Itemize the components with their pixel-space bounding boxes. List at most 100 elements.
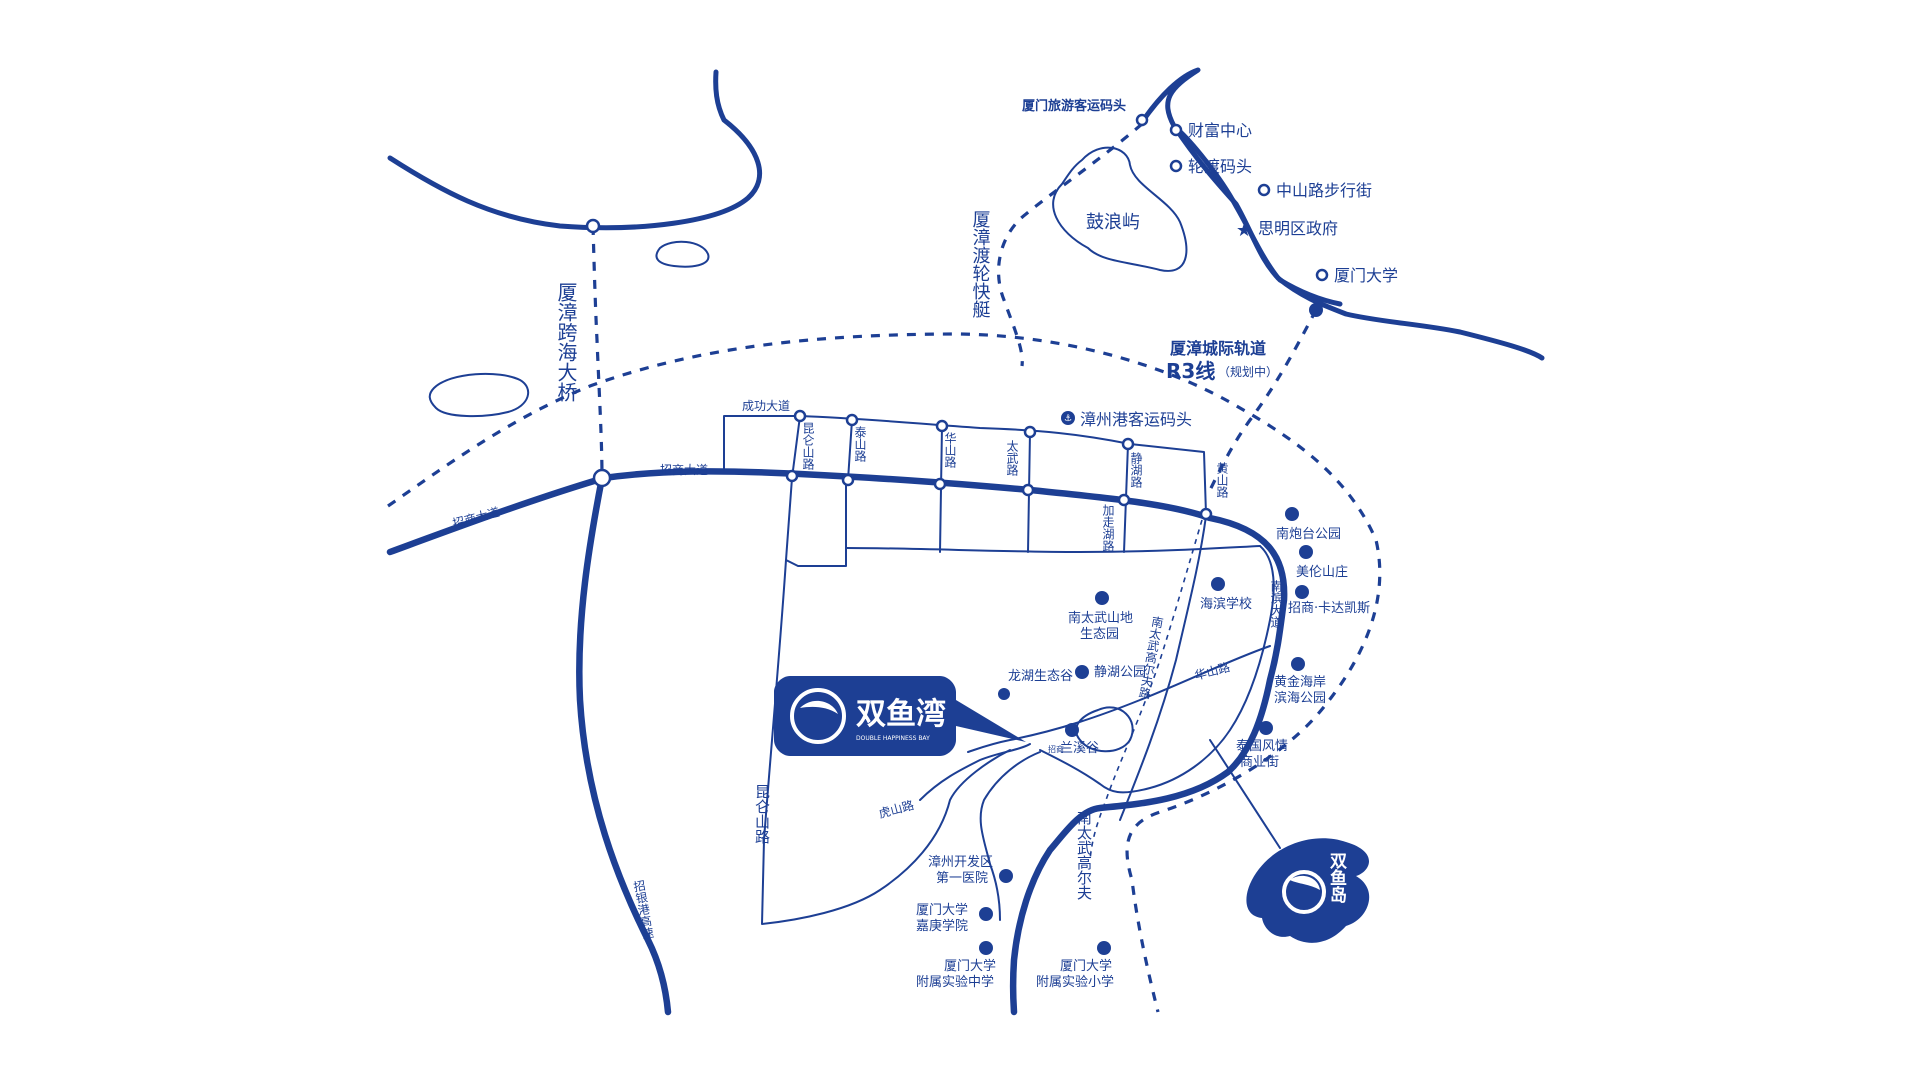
- anchor-icon: [1061, 411, 1075, 425]
- hospital-label-1: 漳州开发区: [928, 854, 993, 870]
- chenggong-label: 成功大道: [742, 399, 790, 413]
- small-island-2: [428, 372, 530, 418]
- xiamen-terminal-node: [1135, 113, 1149, 127]
- nanpaotai-poi: 南炮台公园: [1276, 507, 1341, 542]
- zhaoshang-east-label: 招商大道: [660, 462, 708, 477]
- highway-west: [576, 474, 672, 1016]
- node-taiwu: [1023, 425, 1037, 439]
- mall-icon: [1259, 721, 1273, 735]
- rail-name-label: 厦漳城际轨道: [1170, 339, 1266, 358]
- nanbin-label: 南滨大道: [1269, 579, 1283, 628]
- lundu-node: [1169, 159, 1183, 173]
- cross-road: [845, 545, 1261, 553]
- meilun-poi: 美伦山庄: [1296, 545, 1348, 580]
- kunlun-road-north: [785, 415, 847, 567]
- node-z4: [1021, 483, 1035, 497]
- haibin-school-poi: 海滨学校: [1200, 577, 1252, 612]
- kadakaisi-poi: 招商·卡达凯斯: [1288, 585, 1370, 616]
- primary-label-2: 附属实验小学: [1036, 974, 1114, 990]
- tree-icon: [1291, 657, 1305, 671]
- jinghu-park-label: 静湖公园: [1094, 665, 1146, 680]
- anchor-glyph: ⚓: [1064, 414, 1072, 424]
- lanxigu-label: 兰溪谷: [1060, 741, 1099, 756]
- node-z1: [785, 469, 799, 483]
- kunlun-north-label: 昆仑山路: [801, 422, 815, 471]
- island-label: 双鱼岛: [1326, 852, 1347, 904]
- huashan-road-2: [967, 645, 1271, 753]
- zhongshan-label: 中山路步行街: [1276, 181, 1372, 200]
- double-fish-island: 双鱼岛: [1246, 838, 1370, 943]
- taishan-label: 泰山路: [853, 426, 867, 463]
- taiguo-label-2: 商业街: [1240, 755, 1279, 770]
- bridge-node-south: [592, 468, 612, 488]
- hospital-poi: 漳州开发区 第一医院: [928, 854, 1013, 886]
- node-huashan: [935, 419, 949, 433]
- taiguo-poi: 泰国风情 商业街: [1236, 721, 1288, 770]
- primary-label-1: 厦门大学: [1060, 958, 1112, 974]
- tree-icon: [1075, 665, 1089, 679]
- small-island-1: [655, 240, 710, 268]
- xiamen-terminal-label: 厦门旅游客运码头: [1022, 98, 1126, 114]
- ferry-label-text: 厦漳渡轮快艇: [970, 210, 991, 318]
- project-logo-mark: [800, 700, 838, 714]
- meilun-label: 美伦山庄: [1296, 564, 1348, 580]
- nantaiwu-park-poi: 南太武山地 生态园: [1068, 591, 1133, 642]
- chenggong-avenue: [723, 415, 1207, 515]
- node-z2: [841, 473, 855, 487]
- huangshan-label: 黄山路: [1215, 462, 1229, 499]
- star-icon: ★: [1236, 220, 1252, 241]
- hospital-label-2: 第一医院: [936, 871, 988, 886]
- taiwu-label: 太武路: [1005, 439, 1019, 477]
- bridge-label-text: 厦漳跨海大桥: [554, 282, 578, 402]
- huashan2-label: 华山路: [1193, 659, 1232, 683]
- project-en-label: DOUBLE HAPPINESS BAY: [856, 735, 930, 742]
- project-name-label: 双鱼湾: [856, 697, 946, 732]
- node-z6: [1199, 507, 1213, 521]
- huangjin-poi: 黄金海岸 滨海公园: [1274, 657, 1326, 706]
- longhu-label: 龙湖生态谷: [1008, 669, 1073, 684]
- middle-school-poi: 厦门大学 附属实验中学: [916, 941, 996, 990]
- nantaiwu-park-label-1: 南太武山地: [1068, 610, 1133, 626]
- xmu-poi: 厦门大学: [1315, 266, 1398, 285]
- rail-node: [1309, 303, 1323, 317]
- north-coast-road: [387, 69, 763, 231]
- project-callout: 双鱼湾 DOUBLE HAPPINESS BAY: [774, 676, 1026, 756]
- jinghu-label: 静湖路: [1129, 452, 1143, 489]
- island-yin-yang-icon: [1282, 870, 1326, 914]
- xiamen-coast-road: [1173, 125, 1545, 361]
- bridge-label: 厦漳跨海大桥: [554, 282, 578, 402]
- island-swirl: [1290, 875, 1320, 890]
- gulangyu-island: [1052, 146, 1188, 272]
- siming-poi: ★ 思明区政府: [1236, 219, 1338, 241]
- siming-label: 思明区政府: [1258, 219, 1338, 238]
- gulangyu-label: 鼓浪屿: [1086, 212, 1140, 233]
- longhu-poi: 龙湖生态谷: [998, 669, 1073, 700]
- middle-label-1: 厦门大学: [944, 958, 996, 974]
- lanxi-link: [979, 751, 1041, 921]
- node-z3: [933, 477, 947, 491]
- primary-school-poi: 厦门大学 附属实验小学: [1036, 941, 1114, 990]
- kadakaisi-label: 招商·卡达凯斯: [1288, 601, 1370, 616]
- rail-status-label: （规划中）: [1218, 364, 1278, 379]
- node-z5: [1117, 493, 1131, 507]
- rail-r3-line: [1208, 309, 1318, 491]
- huangjin-label-2: 滨海公园: [1274, 690, 1326, 706]
- jiazou-label: 加走湖路: [1101, 504, 1115, 553]
- tree-icon: [998, 688, 1010, 700]
- school-icon: [979, 907, 993, 921]
- hospital-icon: [999, 869, 1013, 883]
- lanxigu-prefix-label: 招商: [1048, 744, 1064, 754]
- xmu-label: 厦门大学: [1334, 266, 1398, 285]
- rail-line-label: R3线: [1166, 359, 1215, 383]
- coastline-dashed: [387, 332, 1382, 1013]
- huangshan-road: [1119, 515, 1207, 821]
- inner-ring: [1039, 545, 1275, 794]
- golf-label: 南太武高尔夫: [1075, 810, 1093, 900]
- node-taishan: [845, 413, 859, 427]
- nanpaotai-label: 南炮台公园: [1276, 526, 1341, 542]
- caifu-label: 财富中心: [1188, 121, 1252, 140]
- taishan-road: [847, 419, 853, 481]
- huangjin-label-1: 黄金海岸: [1274, 674, 1326, 690]
- jinghu-park-poi: 静湖公园: [1075, 665, 1146, 680]
